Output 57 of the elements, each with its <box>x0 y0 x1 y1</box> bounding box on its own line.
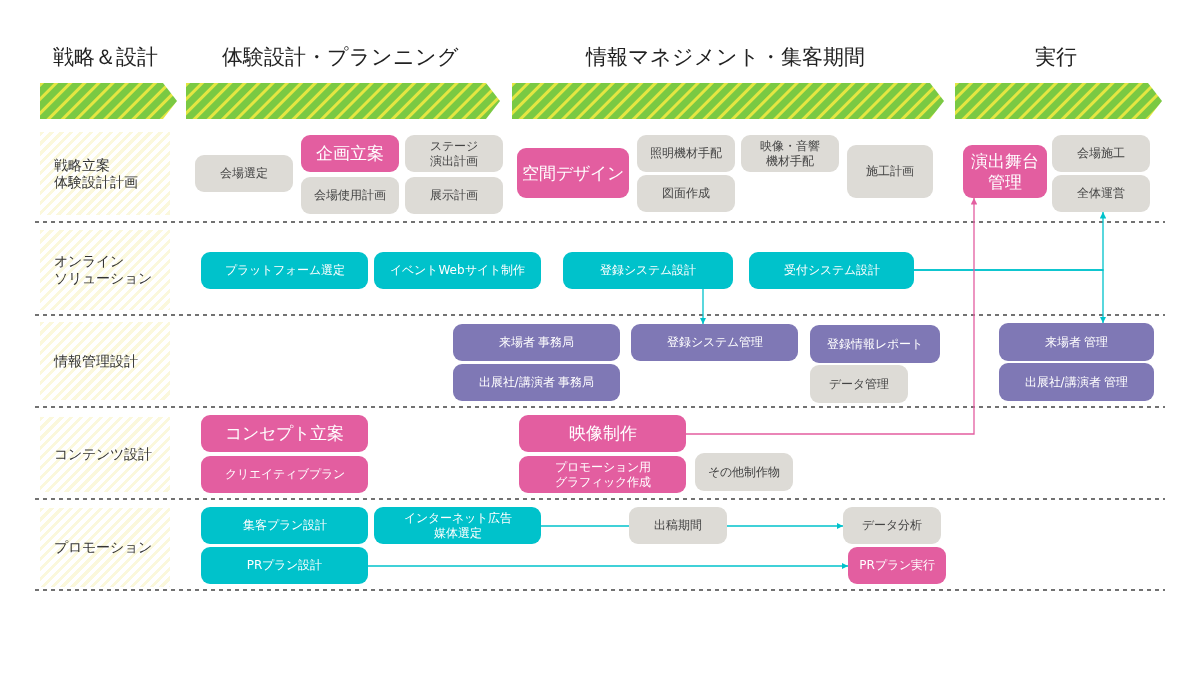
task-box: 受付システム設計 <box>749 252 914 289</box>
task-box: データ分析 <box>843 507 941 544</box>
lane-label: ソリューション <box>54 270 152 287</box>
task-box: 集客プラン設計 <box>201 507 368 544</box>
task-box: イベントWebサイト制作 <box>374 252 541 289</box>
task-box: 来場者 事務局 <box>453 324 620 361</box>
lane-label: 体験設計計画 <box>54 173 138 191</box>
arrow <box>913 269 1107 324</box>
phase-heading: 体験設計・プランニング <box>220 45 460 71</box>
task-box: PRプラン実行 <box>848 547 946 584</box>
lane-header-cell <box>40 508 170 587</box>
lane-label: オンライン <box>54 253 124 270</box>
phase-heading: 情報マネジメント・集客期間 <box>584 45 866 71</box>
lane-label: コンテンツ設計 <box>54 446 152 463</box>
task-box: 来場者 管理 <box>999 323 1154 361</box>
task-box: その他制作物 <box>695 453 793 491</box>
task-box: 空間デザイン <box>517 148 629 198</box>
arrow <box>726 522 844 530</box>
task-box: 全体運営 <box>1052 175 1150 212</box>
task-box: データ管理 <box>810 365 908 403</box>
task-box: 図面作成 <box>637 175 735 212</box>
task-box: 照明機材手配 <box>637 135 735 172</box>
task-box: 登録情報レポート <box>810 325 940 363</box>
task-box: 会場使用計画 <box>301 177 399 214</box>
task-box: 会場選定 <box>195 155 293 192</box>
task-box: プロモーション用グラフィック作成 <box>519 456 686 493</box>
lane-header-cell <box>40 230 170 310</box>
task-box: 展示計画 <box>405 177 503 214</box>
phase-heading: 戦略＆設計 <box>52 45 159 71</box>
phase-heading: 実行 <box>1033 45 1078 71</box>
task-box: 映像制作 <box>519 415 686 452</box>
task-box: コンセプト立案 <box>201 415 368 452</box>
task-box: インターネット広告媒体選定 <box>374 507 541 544</box>
task-box: 映像・音響機材手配 <box>741 135 839 172</box>
task-box: 会場施工 <box>1052 135 1150 172</box>
arrow <box>699 288 707 325</box>
task-box: クリエイティブプラン <box>201 456 368 493</box>
task-box: PRプラン設計 <box>201 547 368 584</box>
lane-header-cell <box>40 417 170 492</box>
lane-label: 情報管理設計 <box>54 352 138 370</box>
lane-header-cell <box>40 132 170 215</box>
lane-label: 戦略立案 <box>54 156 110 174</box>
arrow <box>367 562 849 570</box>
task-box: ステージ演出計画 <box>405 135 503 172</box>
task-box: 出展社/講演者 管理 <box>999 363 1154 401</box>
task-box: 演出舞台管理 <box>963 145 1047 198</box>
task-box: 出展社/講演者 事務局 <box>453 364 620 401</box>
task-box: 施工計画 <box>847 145 933 198</box>
task-box: プラットフォーム選定 <box>201 252 368 289</box>
arrow <box>685 197 978 435</box>
task-box: 登録システム管理 <box>631 324 798 361</box>
task-box: 登録システム設計 <box>563 252 733 289</box>
lane-label: プロモーション <box>54 539 152 556</box>
task-box: 企画立案 <box>301 135 399 172</box>
connector-line <box>540 525 630 527</box>
task-box: 出稿期間 <box>629 507 727 544</box>
lane-header-cell <box>40 322 170 400</box>
